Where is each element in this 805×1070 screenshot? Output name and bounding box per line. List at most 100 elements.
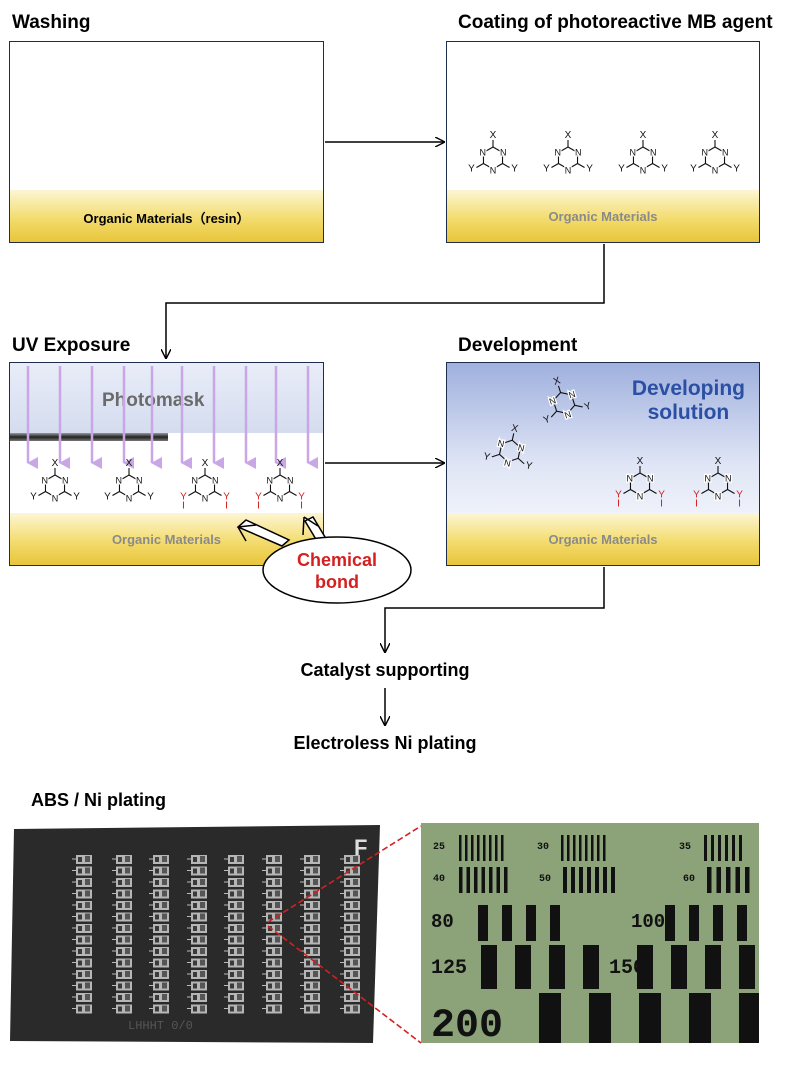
pattern-column bbox=[187, 855, 207, 1014]
resolution-bar bbox=[481, 945, 497, 989]
nitrogen-label: N bbox=[52, 493, 59, 503]
resolution-bar bbox=[571, 867, 575, 893]
resolution-bar bbox=[561, 835, 564, 861]
developing-solution-line2: solution bbox=[647, 401, 730, 424]
coating-substrate-label: Organic Materials bbox=[548, 209, 658, 224]
resolution-bar bbox=[725, 835, 728, 861]
resolution-bar bbox=[707, 867, 712, 893]
resolution-label: 35 bbox=[679, 842, 691, 853]
resolution-bar bbox=[466, 867, 470, 893]
resolution-bars bbox=[459, 835, 759, 1043]
resolution-bar bbox=[732, 835, 735, 861]
y-group-label: Y bbox=[693, 490, 700, 501]
coating-title: Coating of photoreactive MB agent bbox=[458, 12, 773, 33]
resolution-bar bbox=[704, 835, 707, 861]
resolution-bar bbox=[716, 867, 721, 893]
resolution-bar bbox=[459, 835, 462, 861]
resolution-bar bbox=[483, 835, 486, 861]
resolution-bar bbox=[589, 993, 611, 1043]
pattern-column bbox=[300, 855, 320, 1014]
nitrogen-label: N bbox=[563, 409, 572, 421]
resolution-bar bbox=[718, 835, 721, 861]
resolution-bar bbox=[665, 905, 675, 941]
resolution-bar bbox=[471, 835, 474, 861]
electroless-plating-label: Electroless Ni plating bbox=[293, 733, 477, 753]
y-group-label: Y bbox=[661, 164, 668, 175]
uv-light-arrows bbox=[26, 366, 318, 469]
resolution-bar bbox=[515, 945, 531, 989]
chemical-bond-line2: bond bbox=[315, 572, 359, 592]
development-panel: Developing solution Organic Materials bbox=[446, 362, 760, 566]
nitrogen-label: N bbox=[725, 474, 732, 484]
resolution-bar bbox=[504, 867, 508, 893]
y-group-label: Y bbox=[615, 490, 622, 501]
coating-substrate: Organic Materials bbox=[447, 190, 759, 242]
nitrogen-label: N bbox=[567, 389, 576, 401]
development-substrate: Organic Materials bbox=[447, 513, 759, 565]
y-group-label: Y bbox=[298, 492, 305, 503]
nitrogen-label: N bbox=[126, 493, 133, 503]
x-group-label: X bbox=[712, 130, 719, 141]
resolution-label: 200 bbox=[431, 1004, 503, 1043]
resolution-bar bbox=[583, 945, 599, 989]
callout-pointer-left bbox=[236, 519, 291, 547]
resolution-label: 60 bbox=[683, 874, 695, 885]
pattern-column bbox=[112, 855, 132, 1014]
nitrogen-label: N bbox=[640, 165, 647, 175]
resolution-bar bbox=[496, 867, 500, 893]
nitrogen-label: N bbox=[554, 148, 561, 158]
y-group-label: Y bbox=[736, 490, 743, 501]
resolution-bar bbox=[501, 835, 504, 861]
resolution-bar bbox=[579, 867, 583, 893]
resolution-bar bbox=[579, 835, 582, 861]
nitrogen-label: N bbox=[266, 476, 273, 486]
resolution-bar bbox=[689, 993, 711, 1043]
nitrogen-label: N bbox=[136, 476, 143, 486]
resolution-bar bbox=[745, 867, 750, 893]
x-group-label: X bbox=[202, 458, 209, 469]
resolution-bar bbox=[726, 867, 731, 893]
nitrogen-label: N bbox=[500, 148, 507, 158]
sample-title: ABS / Ni plating bbox=[31, 790, 166, 810]
y-group-label: Y bbox=[542, 414, 552, 427]
chemical-bond-callout bbox=[262, 536, 412, 604]
y-group-label: Y bbox=[524, 460, 533, 472]
uv-substrate-label: Organic Materials bbox=[111, 532, 222, 547]
resolution-bar bbox=[739, 835, 742, 861]
zoom-line-top bbox=[267, 825, 422, 923]
nitrogen-label: N bbox=[497, 438, 505, 449]
resolution-label: 25 bbox=[433, 842, 445, 853]
resolution-label: 100 bbox=[631, 911, 665, 933]
nitrogen-label: N bbox=[704, 474, 711, 484]
resolution-bar bbox=[597, 835, 600, 861]
resolution-bar bbox=[550, 905, 560, 941]
resolution-bar bbox=[478, 905, 488, 941]
corner-mark: F bbox=[354, 835, 367, 860]
resolution-bar bbox=[489, 835, 492, 861]
nitrogen-label: N bbox=[277, 493, 284, 503]
resolution-bar bbox=[526, 905, 536, 941]
pattern-column bbox=[72, 855, 92, 1014]
resolution-bar bbox=[465, 835, 468, 861]
development-substrate-label: Organic Materials bbox=[548, 532, 658, 547]
nitrogen-label: N bbox=[202, 493, 209, 503]
resolution-label: 150 bbox=[609, 957, 645, 980]
resolution-bar bbox=[739, 945, 755, 989]
resolution-bar bbox=[567, 835, 570, 861]
zoom-line-bottom bbox=[267, 925, 422, 1044]
washing-title: Washing bbox=[12, 12, 91, 33]
y-group-label: Y bbox=[586, 164, 593, 175]
resolution-bar bbox=[713, 905, 723, 941]
nitrogen-label: N bbox=[490, 165, 497, 175]
uv-exposure-title: UV Exposure bbox=[12, 335, 131, 356]
resolution-bar bbox=[639, 993, 661, 1043]
plated-sample-photo: F LHHHT 0/0 bbox=[8, 823, 388, 1045]
nitrogen-label: N bbox=[62, 476, 69, 486]
y-group-label: Y bbox=[543, 164, 550, 175]
resolution-bar bbox=[611, 867, 615, 893]
